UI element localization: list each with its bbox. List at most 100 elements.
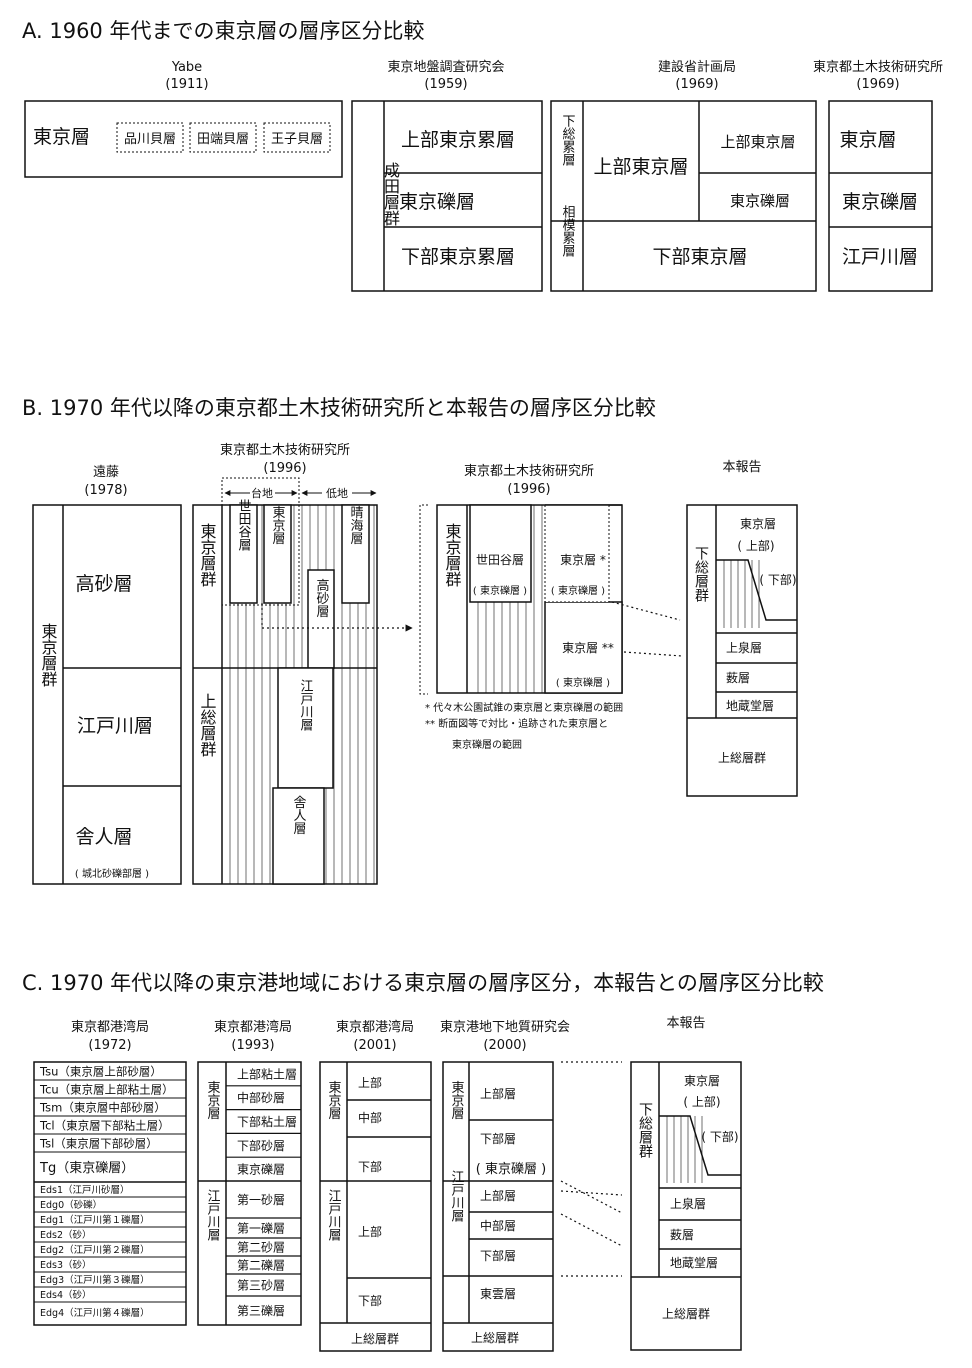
- kowan1993-group-tokyo: 東京層: [205, 1080, 221, 1121]
- tokyo1969-author: 東京都土木技術研究所: [813, 59, 943, 75]
- chika2000-e-middle: 中部層: [480, 1218, 516, 1233]
- report-b-upper: ( 上部): [737, 538, 774, 553]
- kowan1993-year: (1993): [231, 1038, 274, 1053]
- report-b-lower: ( 下部): [759, 572, 796, 587]
- kowan1993-edogawa-unit: 第二礫層: [237, 1258, 285, 1273]
- chika2000-t-lower: 下部層: [480, 1131, 516, 1146]
- detail-note-3: 東京礫層の範囲: [452, 738, 522, 751]
- shinagawa-box: [116, 122, 184, 153]
- detail-group: 東京層群: [443, 523, 462, 587]
- toneri-layer: 舎人層: [75, 826, 132, 848]
- report-b-kamiizumi: 上泉層: [726, 641, 762, 655]
- oji-box: [263, 122, 331, 153]
- kowan1993-edogawa-unit: 第一砂層: [237, 1193, 285, 1207]
- oji-layer: 王子貝層: [271, 132, 323, 147]
- yabe-author: Yabe: [171, 60, 202, 75]
- kensetsu-box: [550, 100, 817, 292]
- chika2000-t-upper: 上部層: [480, 1086, 516, 1101]
- tokyo1969-unit-2: 東京礫層: [842, 191, 918, 213]
- report-c-yabu: 薮層: [670, 1228, 694, 1242]
- report-b-box: [686, 504, 798, 797]
- kowan2001-author: 東京都港湾局: [336, 1019, 414, 1035]
- detail-gravel2: ( 東京礫層 ): [556, 676, 610, 689]
- takasago-layer: 高砂層: [75, 573, 132, 595]
- narita-group: 成田層群: [336, 162, 400, 226]
- kowan2001-group-tokyo: 東京層: [326, 1080, 342, 1121]
- kowan1972-row: Tcl（東京層下部粘土層）: [39, 1118, 170, 1132]
- chika2000-higashikumo: 東雲層: [480, 1287, 516, 1301]
- takasago-label: 高砂層: [314, 578, 330, 619]
- section-b-title: B. 1970 年代以降の東京都土木技術研究所と本報告の層序区分比較: [22, 396, 656, 420]
- report-b-group: 下総層群: [693, 546, 709, 602]
- kensetsu-upper-sub-2: 東京礫層: [730, 192, 790, 210]
- kowan1993-group-edogawa: 江戸川層: [205, 1189, 221, 1242]
- kowan2001-t-middle: 中部: [358, 1110, 382, 1125]
- chika2000-year: (2000): [483, 1038, 526, 1053]
- kowan1972-box: [33, 1061, 187, 1326]
- doboku1996-author: 東京都土木技術研究所: [220, 442, 350, 458]
- tokyo1969-unit-3: 江戸川層: [842, 246, 918, 268]
- chiban-unit-1: 上部東京累層: [401, 129, 515, 151]
- kowan1972-row: Edg3（江戸川第３礫層）: [40, 1274, 150, 1286]
- detail-bracket: [419, 504, 428, 695]
- report-c-tokyo: 東京層: [684, 1074, 720, 1088]
- kensetsu-year: (1969): [675, 77, 718, 92]
- report-c-kazusa: 上総層群: [662, 1307, 710, 1321]
- kowan1972-row: Edg4（江戸川第４礫層）: [40, 1307, 150, 1319]
- report-b-title: 本報告: [722, 460, 761, 475]
- toneri-label: 舎人層: [291, 796, 307, 836]
- shinagawa-layer: 品川貝層: [124, 132, 176, 147]
- harumi-box: [341, 504, 370, 604]
- report-c-jizodo: 地蔵堂層: [670, 1256, 718, 1270]
- endo-author: 遠藤: [93, 465, 119, 480]
- report-c-lower: ( 下部): [701, 1129, 738, 1144]
- yabe-tokyo-layer: 東京層: [33, 126, 90, 148]
- chiban-year: (1959): [424, 77, 467, 92]
- report-c-upper: ( 上部): [683, 1094, 720, 1109]
- kowan1972-row: Edg2（江戸川第２礫層）: [40, 1244, 150, 1256]
- kowan2001-group-edogawa: 江戸川層: [326, 1189, 342, 1242]
- doboku-group-lower: 上総層群: [198, 693, 217, 757]
- kowan1993-tokyo-unit: 上部粘土層: [237, 1066, 297, 1081]
- kowan1972-rows: Tsu（東京層上部砂層）Tcu（東京層上部粘土層）Tsm（東京層中部砂層）Tcl…: [34, 1064, 186, 1319]
- takasago-box: [307, 569, 335, 669]
- kowan1993-author: 東京都港湾局: [214, 1019, 292, 1035]
- detail-tokyo2: 東京層 **: [562, 641, 614, 655]
- kowan2001-t-lower: 下部: [358, 1159, 382, 1174]
- kowan1993-tokyo-unit: 東京礫層: [237, 1162, 285, 1177]
- report-c-boundary: [659, 1115, 741, 1176]
- tokyo1969-unit-1: 東京層: [839, 129, 896, 151]
- setagaya-box: [229, 504, 258, 604]
- shimousa-formation: 下総累層: [560, 114, 576, 167]
- kowan1972-row: Tg（東京礫層）: [39, 1160, 134, 1176]
- chiban-author: 東京地盤調査研究会: [387, 59, 504, 75]
- tabata-box: [189, 122, 257, 153]
- sagami-formation: 相模累層: [560, 205, 576, 258]
- detail-author: 東京都土木技術研究所: [464, 463, 594, 479]
- kensetsu-upper-sub-1: 上部東京層: [720, 133, 795, 151]
- report-c-group: 下総層群: [637, 1102, 653, 1158]
- yabe-year: (1911): [165, 77, 208, 92]
- kowan2001-t-upper: 上部: [358, 1075, 382, 1090]
- hatch-report-b: [723, 560, 760, 628]
- kowan1993-edogawa-unit: 第三礫層: [237, 1303, 285, 1318]
- detail-note-2: ** 断面図等で対比・追跡された東京層と: [425, 717, 608, 730]
- kowan1993-edogawa-unit: 第三砂層: [237, 1279, 285, 1293]
- kowan1972-row: Edg1（江戸川第１礫層）: [40, 1214, 150, 1226]
- setagaya-label: 世田谷層: [236, 499, 252, 552]
- report-b-kazusa: 上総層群: [718, 751, 766, 765]
- report-b-tokyo: 東京層: [740, 517, 776, 531]
- edogawa-layer: 江戸川層: [77, 715, 153, 737]
- kensetsu-lower: 下部東京層: [652, 246, 747, 268]
- detail-gravel1: ( 東京礫層 ): [551, 584, 605, 597]
- kowan1972-year: (1972): [88, 1038, 131, 1053]
- report-c-box: [630, 1061, 742, 1351]
- report-c-kamiizumi: 上泉層: [670, 1197, 706, 1211]
- detail-note-1: * 代々木公園試錐の東京層と東京礫層の範囲: [425, 701, 623, 714]
- chika2000-e-lower: 下部層: [480, 1248, 516, 1263]
- tokyo-box: [263, 504, 292, 604]
- detail-tokyo2-box: [544, 601, 623, 694]
- kowan1972-author: 東京都港湾局: [71, 1019, 149, 1035]
- kowan2001-box: [319, 1061, 432, 1352]
